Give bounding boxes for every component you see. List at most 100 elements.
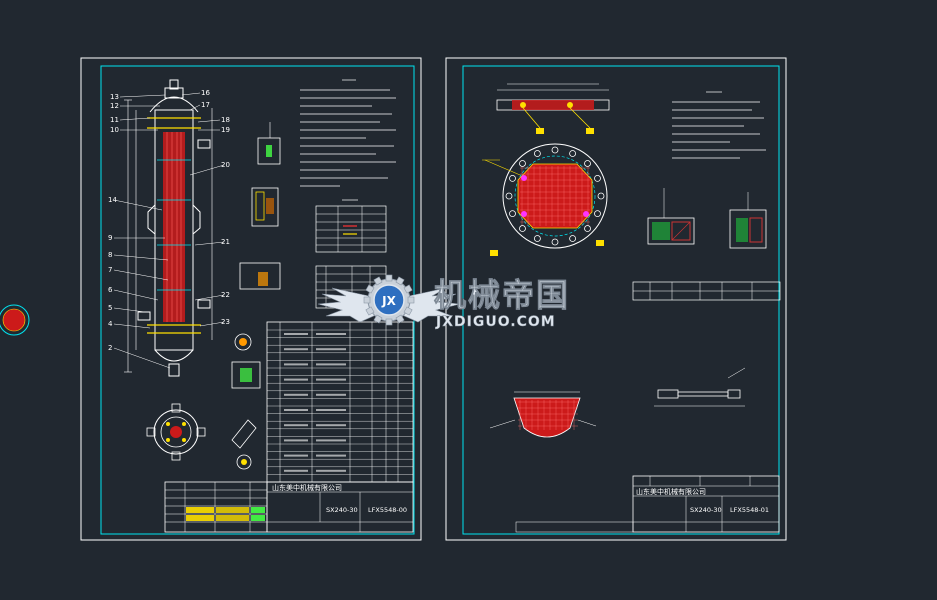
bolt-hole — [569, 150, 577, 157]
column-plan-view — [146, 403, 206, 461]
site-watermark: JX 机械帝国 JXDIGUO.COM — [317, 274, 570, 330]
stray-flange-symbol — [0, 304, 30, 336]
bolt-hole — [551, 146, 559, 154]
weld-detail-views — [647, 188, 767, 249]
gear-tooth — [395, 314, 405, 324]
part-label: 6 — [108, 286, 113, 294]
part-label: 7 — [108, 266, 112, 274]
gear-tooth — [373, 276, 383, 286]
bolt-hole — [519, 160, 526, 167]
gear-tooth — [385, 318, 393, 326]
bolt-hole — [509, 210, 516, 218]
company-name-2: 山东美中机械有限公司 — [636, 487, 706, 496]
technical-notes-block — [300, 79, 396, 187]
logo-badge-text: JX — [381, 294, 396, 308]
bolt-hole — [551, 238, 559, 246]
part-label: 21 — [221, 238, 230, 246]
part-label: 23 — [221, 318, 230, 326]
bom-cell-text — [316, 363, 346, 366]
technical-notes-block-2 — [672, 91, 766, 159]
part-label: 2 — [108, 344, 112, 352]
gear-tooth — [403, 306, 413, 316]
detail-views — [231, 122, 281, 470]
parts-list-table — [266, 321, 414, 483]
part-label: 12 — [110, 102, 119, 110]
company-name: 山东美中机械有限公司 — [272, 483, 342, 492]
bom-cell-text — [284, 363, 308, 366]
bolt-hole — [505, 192, 513, 200]
part-number-labels: 13 12 11 10 14 9 8 7 6 5 4 2 16 17 18 19… — [108, 89, 230, 352]
bolt-hole — [519, 225, 526, 232]
bom-cell-text — [316, 424, 346, 427]
bom-cell-text — [316, 378, 346, 381]
gear-tooth — [385, 274, 393, 282]
part-label: 20 — [221, 161, 230, 169]
bom-cell-text — [284, 333, 308, 335]
bom-cell-text — [284, 378, 308, 381]
part-label: 16 — [201, 89, 210, 97]
drawing-number-2: LFX5548-01 — [730, 506, 769, 514]
bom-cell-text — [316, 393, 346, 396]
part-label: 9 — [108, 234, 112, 242]
part-label: 11 — [110, 116, 119, 124]
sheet-2: 山东美中机械有限公司 SX240-30 LFX5548-01 — [445, 57, 787, 541]
bolt-hole — [509, 174, 516, 182]
bom-cell-text — [316, 348, 346, 351]
bolt-hole — [597, 192, 605, 200]
rod-detail-view — [654, 367, 746, 407]
bom-cell-text — [284, 469, 308, 472]
part-label: 13 — [110, 93, 119, 101]
part-label: 10 — [110, 126, 119, 134]
part-label: 17 — [201, 101, 210, 109]
bom-cell-text — [284, 348, 308, 351]
wing-logo-icon: JX — [317, 274, 461, 326]
bom-cell-text — [316, 333, 346, 335]
revision-block — [164, 481, 268, 533]
part-label: 14 — [108, 196, 117, 204]
bom-cell-text — [316, 454, 346, 457]
bom-cell-text — [316, 469, 346, 472]
gear-tooth — [365, 306, 375, 316]
drawing-number: LFX5548-00 — [368, 506, 407, 514]
title-block-sheet-2: 山东美中机械有限公司 SX240-30 LFX5548-01 — [515, 475, 780, 533]
tubesheet-section-view — [496, 83, 610, 134]
bom-cell-text — [284, 393, 308, 396]
gear-tooth — [407, 296, 415, 304]
bolt-hole — [584, 225, 591, 232]
bolt-hole — [533, 235, 541, 242]
part-label: 8 — [108, 251, 112, 259]
watermark-chinese-name: 机械帝国 — [434, 276, 570, 314]
title-block-sheet-1: 山东美中机械有限公司 SX240-30 LFX5548-00 — [266, 481, 414, 533]
part-label: 19 — [221, 126, 230, 134]
tubesheet-plan-view — [482, 143, 608, 256]
bolt-hole — [584, 160, 591, 167]
part-label: 4 — [108, 320, 113, 328]
title-code: SX240-30 — [326, 506, 358, 514]
gear-tooth — [365, 284, 375, 294]
bolt-hole — [533, 150, 541, 157]
column-vessel-elevation — [113, 79, 225, 377]
gear-tooth — [373, 314, 383, 324]
bom-cell-text — [284, 409, 308, 411]
title-code-2: SX240-30 — [690, 506, 722, 514]
bom-cell-text — [284, 454, 308, 457]
gear-tooth — [403, 284, 413, 294]
material-table-sheet-2 — [632, 281, 781, 301]
bolt-hole — [594, 210, 601, 218]
bolt-hole — [594, 174, 601, 182]
part-label: 18 — [221, 116, 230, 124]
part-label: 5 — [108, 304, 112, 312]
gear-tooth — [363, 296, 371, 304]
design-data-table — [315, 199, 387, 253]
gear-tooth — [395, 276, 405, 286]
watermark-domain: JXDIGUO.COM — [435, 314, 556, 330]
bom-cell-text — [316, 409, 346, 411]
bom-cell-text — [284, 424, 308, 427]
part-label: 22 — [221, 291, 230, 299]
bom-cell-text — [316, 439, 346, 442]
bom-cell-text — [284, 439, 308, 442]
baffle-plate-view — [489, 391, 597, 438]
bolt-hole — [569, 235, 577, 242]
sheet-1: 13 12 11 10 14 9 8 7 6 5 4 2 16 17 18 19… — [80, 57, 422, 541]
